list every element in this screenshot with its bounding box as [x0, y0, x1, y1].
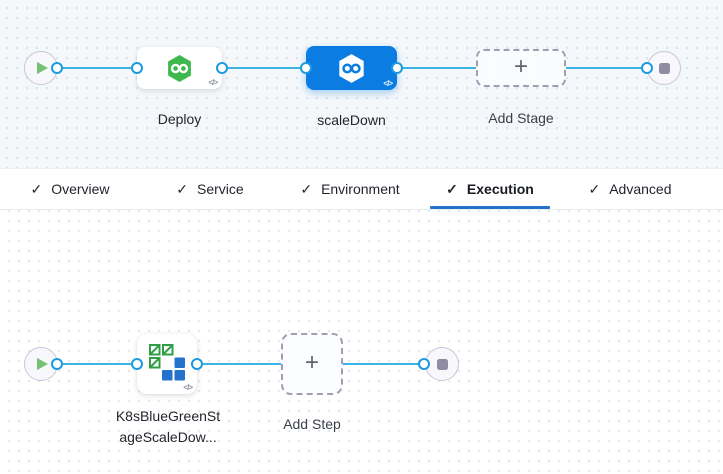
node-port[interactable] [391, 62, 403, 74]
node-port[interactable] [131, 358, 143, 370]
tab-label: Service [197, 181, 244, 197]
tab-label: Environment [321, 181, 400, 197]
play-icon [37, 358, 48, 370]
stage-node-scaledown[interactable]: </> [306, 46, 397, 90]
tab-advanced[interactable]: ✓ Advanced [560, 169, 700, 209]
stage-label-scaledown: scaleDown [317, 112, 386, 128]
connector-line [397, 67, 476, 69]
stop-icon [436, 358, 448, 370]
plus-icon: + [513, 53, 528, 80]
check-icon: ✓ [300, 180, 313, 197]
stage-config-tabbar: ✓ Overview ✓ Service ✓ Environment ✓ Exe… [0, 168, 723, 210]
node-port[interactable] [641, 62, 653, 74]
stop-icon [658, 62, 670, 74]
stage-label-deploy: Deploy [157, 111, 202, 127]
connector-line [343, 363, 424, 365]
connector-line [57, 363, 137, 365]
connector-line [222, 67, 306, 69]
connector-line [197, 363, 281, 365]
tab-label: Execution [466, 181, 534, 197]
cd-hexagon-infinity-icon [339, 53, 364, 83]
node-port[interactable] [216, 62, 228, 74]
code-icon: </> [208, 78, 218, 87]
step-node-k8s-scaledown[interactable]: </> [137, 334, 197, 394]
node-port[interactable] [300, 62, 312, 74]
connector-line [566, 67, 647, 69]
add-stage-label: Add Stage [488, 110, 554, 126]
add-stage-button[interactable]: + [476, 49, 566, 87]
check-icon: ✓ [446, 180, 458, 197]
k8s-bluegreen-scaledown-icon [149, 344, 185, 381]
tab-service[interactable]: ✓ Service [140, 169, 280, 209]
tab-environment[interactable]: ✓ Environment [280, 169, 420, 209]
tab-execution[interactable]: ✓ Execution [420, 169, 560, 209]
check-icon: ✓ [588, 180, 601, 197]
add-step-label: Add Step [283, 416, 341, 432]
connector-line [57, 67, 137, 69]
check-icon: ✓ [176, 180, 189, 197]
node-port[interactable] [51, 62, 63, 74]
step-label: K8sBlueGreenSt ageScaleDow... [108, 406, 228, 448]
tab-overview[interactable]: ✓ Overview [0, 169, 140, 209]
code-icon: </> [383, 79, 393, 88]
node-port[interactable] [191, 358, 203, 370]
plus-icon: + [304, 349, 319, 376]
stage-graph-canvas[interactable]: </> </> + Deploy scaleDown Add Stage [0, 0, 723, 168]
step-label-line1: K8sBlueGreenSt [115, 408, 221, 424]
execution-graph-canvas[interactable]: </> + K8sBlueGreenSt ageScaleDow... Add … [0, 210, 723, 474]
check-icon: ✓ [30, 180, 43, 197]
cd-hexagon-infinity-icon [168, 54, 191, 82]
code-icon: </> [183, 383, 193, 392]
tab-label: Overview [51, 181, 110, 197]
stage-node-deploy[interactable]: </> [137, 47, 222, 89]
execution-end-node[interactable] [425, 347, 459, 381]
tab-label: Advanced [609, 181, 672, 197]
node-port[interactable] [131, 62, 143, 74]
node-port[interactable] [418, 358, 430, 370]
play-icon [37, 62, 48, 74]
add-step-button[interactable]: + [281, 333, 343, 395]
node-port[interactable] [51, 358, 63, 370]
step-label-line2: ageScaleDow... [119, 429, 217, 445]
